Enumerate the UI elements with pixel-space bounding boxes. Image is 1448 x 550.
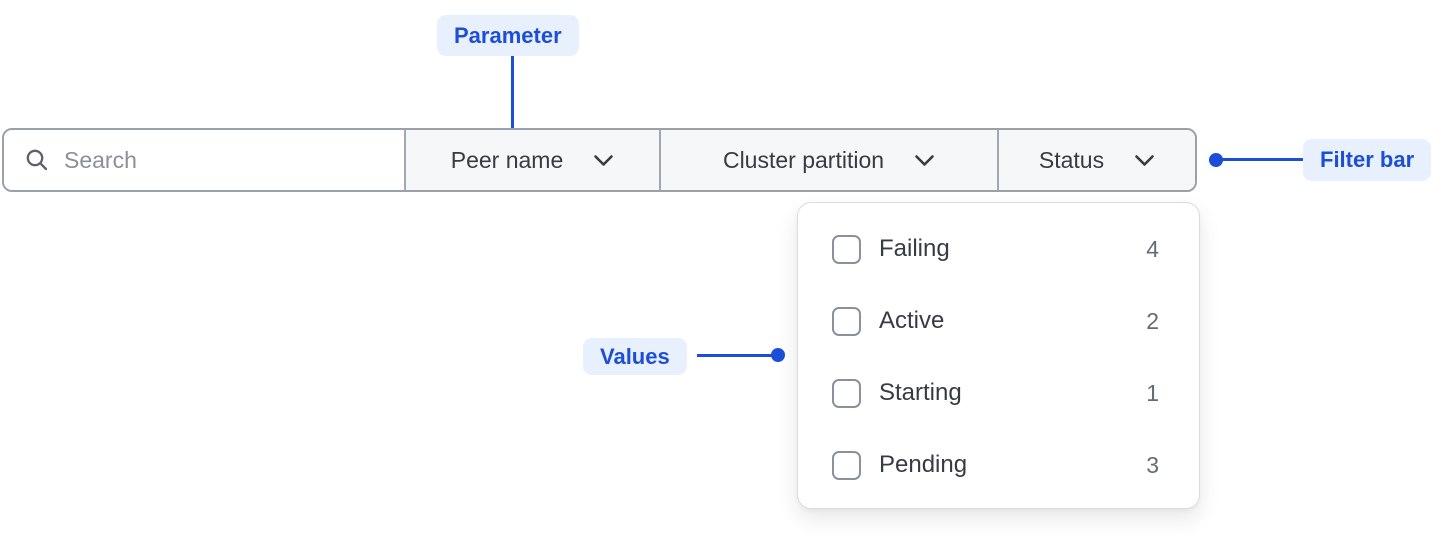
status-option-label: Starting: [879, 379, 962, 406]
checkbox-failing[interactable]: [832, 234, 861, 264]
values-annotation-badge: Values: [583, 338, 687, 375]
filter-dropdown-peer-name-label: Peer name: [450, 146, 564, 173]
checkbox-pending[interactable]: [832, 450, 861, 480]
status-option-label: Pending: [879, 451, 968, 478]
status-option-starting[interactable]: Starting 1: [798, 357, 1199, 429]
checkbox-starting[interactable]: [832, 378, 861, 408]
status-option-count: 1: [1146, 379, 1159, 406]
status-option-label: Active: [879, 307, 945, 334]
status-dropdown-panel: Failing 4 Active 2 Starting 1 Pending 3: [797, 202, 1200, 509]
chevron-down-icon: [594, 154, 614, 166]
checkbox-active[interactable]: [832, 306, 861, 336]
search-section: [4, 130, 404, 190]
filter-dropdown-status[interactable]: Status: [997, 130, 1195, 190]
status-option-count: 3: [1146, 451, 1159, 478]
values-connector-line: [697, 354, 773, 357]
search-icon: [26, 149, 48, 171]
parameter-connector-line: [511, 56, 514, 139]
filter-dropdown-cluster-partition[interactable]: Cluster partition: [659, 130, 997, 190]
status-option-count: 2: [1146, 307, 1159, 334]
chevron-down-icon: [1135, 154, 1154, 166]
status-option-active[interactable]: Active 2: [798, 285, 1199, 357]
filter-bar-connector-line: [1222, 158, 1303, 161]
status-option-label: Failing: [879, 235, 950, 262]
filter-dropdown-cluster-partition-label: Cluster partition: [722, 146, 885, 173]
filter-bar-connector-dot: [1209, 153, 1223, 167]
filter-dropdown-peer-name[interactable]: Peer name: [404, 130, 659, 190]
chevron-down-icon: [915, 154, 934, 166]
search-input[interactable]: [64, 146, 388, 174]
filter-dropdown-status-label: Status: [1038, 146, 1105, 173]
parameter-annotation-badge: Parameter: [437, 15, 579, 56]
status-option-failing[interactable]: Failing 4: [798, 213, 1199, 285]
values-connector-dot: [771, 348, 785, 362]
status-option-count: 4: [1146, 235, 1159, 262]
filter-bar-annotation-badge: Filter bar: [1303, 139, 1432, 181]
filter-bar: Peer name Cluster partition Status: [2, 128, 1197, 192]
status-option-pending[interactable]: Pending 3: [798, 429, 1199, 501]
